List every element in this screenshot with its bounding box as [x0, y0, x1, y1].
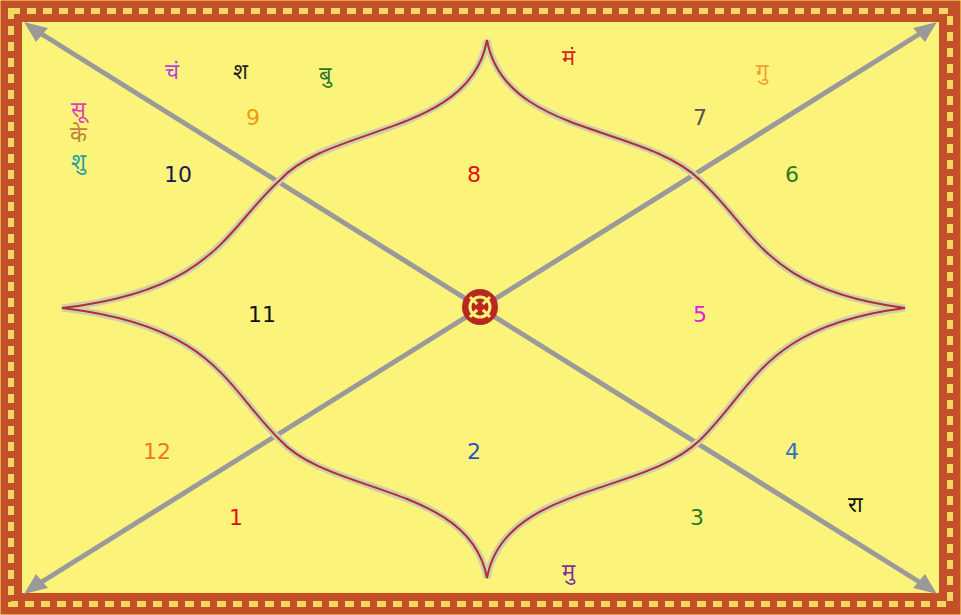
house-number: 12	[143, 440, 171, 464]
house-number: 10	[164, 163, 192, 187]
house-number: 2	[467, 440, 481, 464]
house-number: 7	[693, 106, 707, 130]
planet-label: शु	[71, 150, 86, 174]
house-number: 8	[467, 163, 481, 187]
house-number: 3	[690, 506, 704, 530]
planet-label: सू	[71, 98, 86, 122]
house-number: 5	[693, 303, 707, 327]
planet-label: बु	[319, 63, 332, 87]
house-number: 11	[248, 303, 276, 327]
house-number: 4	[785, 440, 799, 464]
house-number: 1	[229, 506, 243, 530]
house-number: 6	[785, 163, 799, 187]
planet-label: गु	[756, 60, 768, 84]
planet-label: रा	[848, 493, 863, 517]
planet-label: मं	[562, 46, 575, 70]
planet-label: श	[233, 60, 248, 84]
planet-label: मु	[562, 560, 575, 584]
house-number: 9	[246, 106, 260, 130]
planet-label: के	[70, 123, 87, 147]
planet-label: चं	[165, 60, 179, 84]
